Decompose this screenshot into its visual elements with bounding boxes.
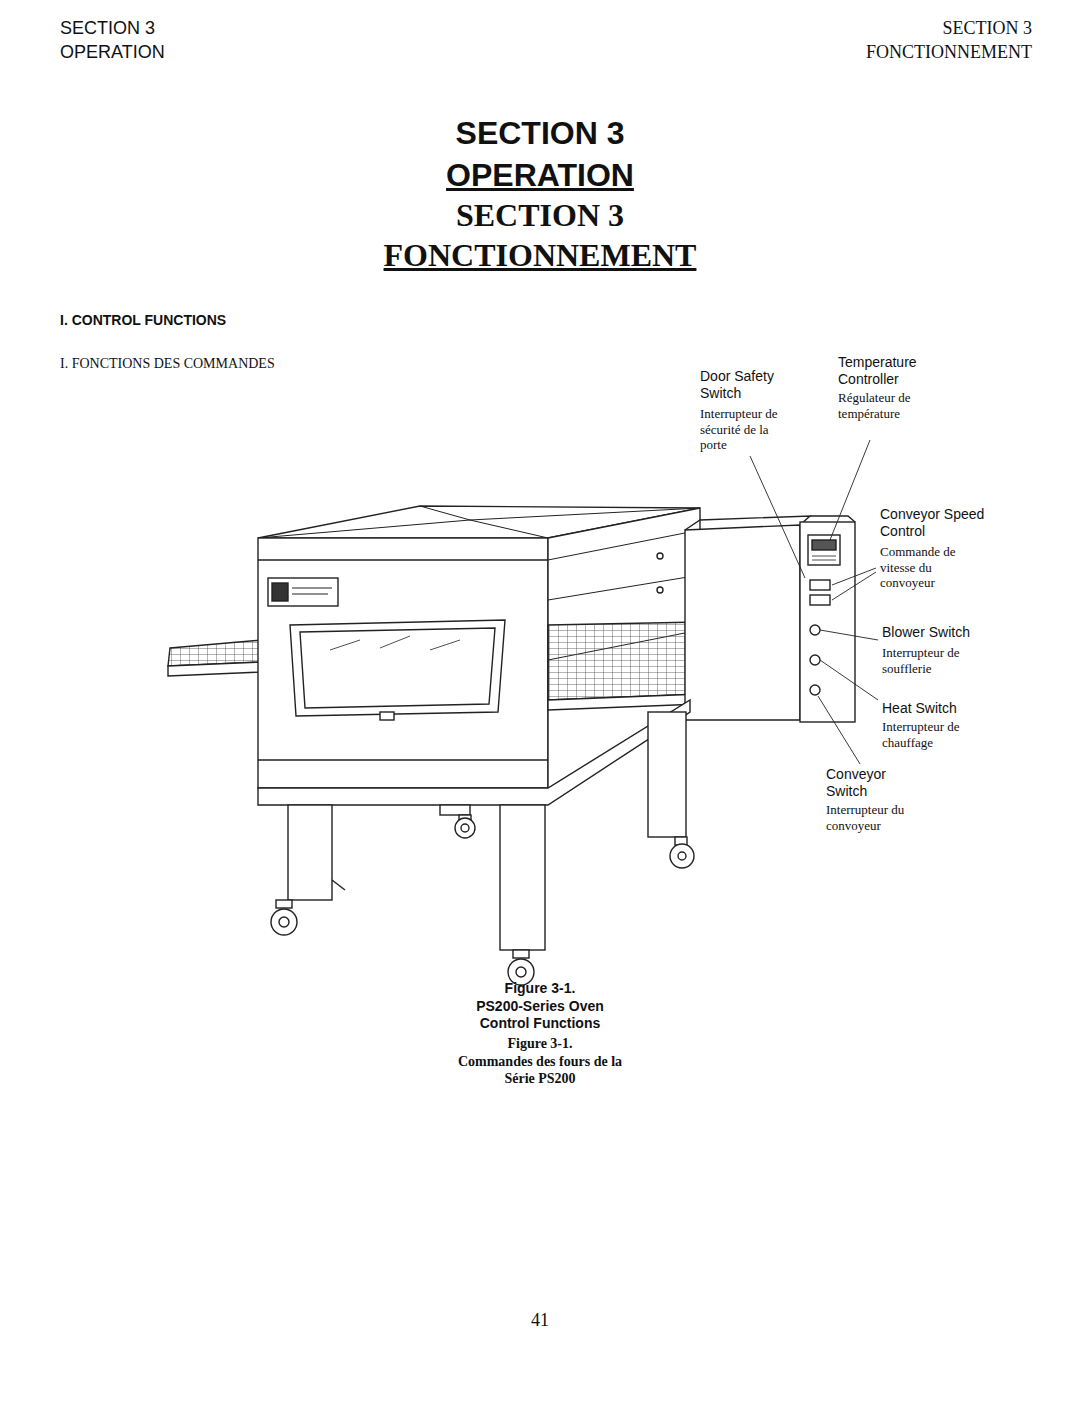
figure-caption: Commandes des fours de la Série PS200 <box>455 1054 625 1088</box>
section-title: FONCTIONNEMENT <box>290 236 790 274</box>
callout-label: Commande de vitesse du convoyeur <box>880 544 980 591</box>
figure-caption: PS200-Series Oven Control Functions <box>450 998 630 1032</box>
running-head: SECTION 3 <box>772 18 1032 40</box>
figure-caption: Figure 3-1. <box>440 980 640 997</box>
callout-label: Blower Switch <box>882 624 1002 641</box>
running-head: FONCTIONNEMENT <box>772 42 1032 64</box>
callout-label: Temperature Controller <box>838 354 928 388</box>
callout-label: Interrupteur du convoyeur <box>826 802 926 833</box>
subheading: I. FONCTIONS DES COMMANDES <box>60 356 420 373</box>
figure-caption: Figure 3-1. <box>440 1036 640 1053</box>
callout-label: Interrupteur de chauffage <box>882 719 1002 750</box>
section-title: SECTION 3 <box>340 196 740 234</box>
callout-label: Conveyor Speed Control <box>880 506 1010 540</box>
section-title: OPERATION <box>340 156 740 194</box>
callout-label: Interrupteur de sécurité de la porte <box>700 406 780 453</box>
running-head: SECTION 3 <box>60 18 260 40</box>
subheading: I. CONTROL FUNCTIONS <box>60 312 380 329</box>
callout-label: Interrupteur de soufflerie <box>882 645 1002 676</box>
callout-label: Régulateur de température <box>838 390 928 421</box>
section-title: SECTION 3 <box>340 114 740 152</box>
callout-label: Heat Switch <box>882 700 1002 717</box>
callout-label: Conveyor Switch <box>826 766 896 800</box>
running-head: OPERATION <box>60 42 260 64</box>
page-number: 41 <box>490 1310 590 1332</box>
callout-label: Door Safety Switch <box>700 368 780 402</box>
